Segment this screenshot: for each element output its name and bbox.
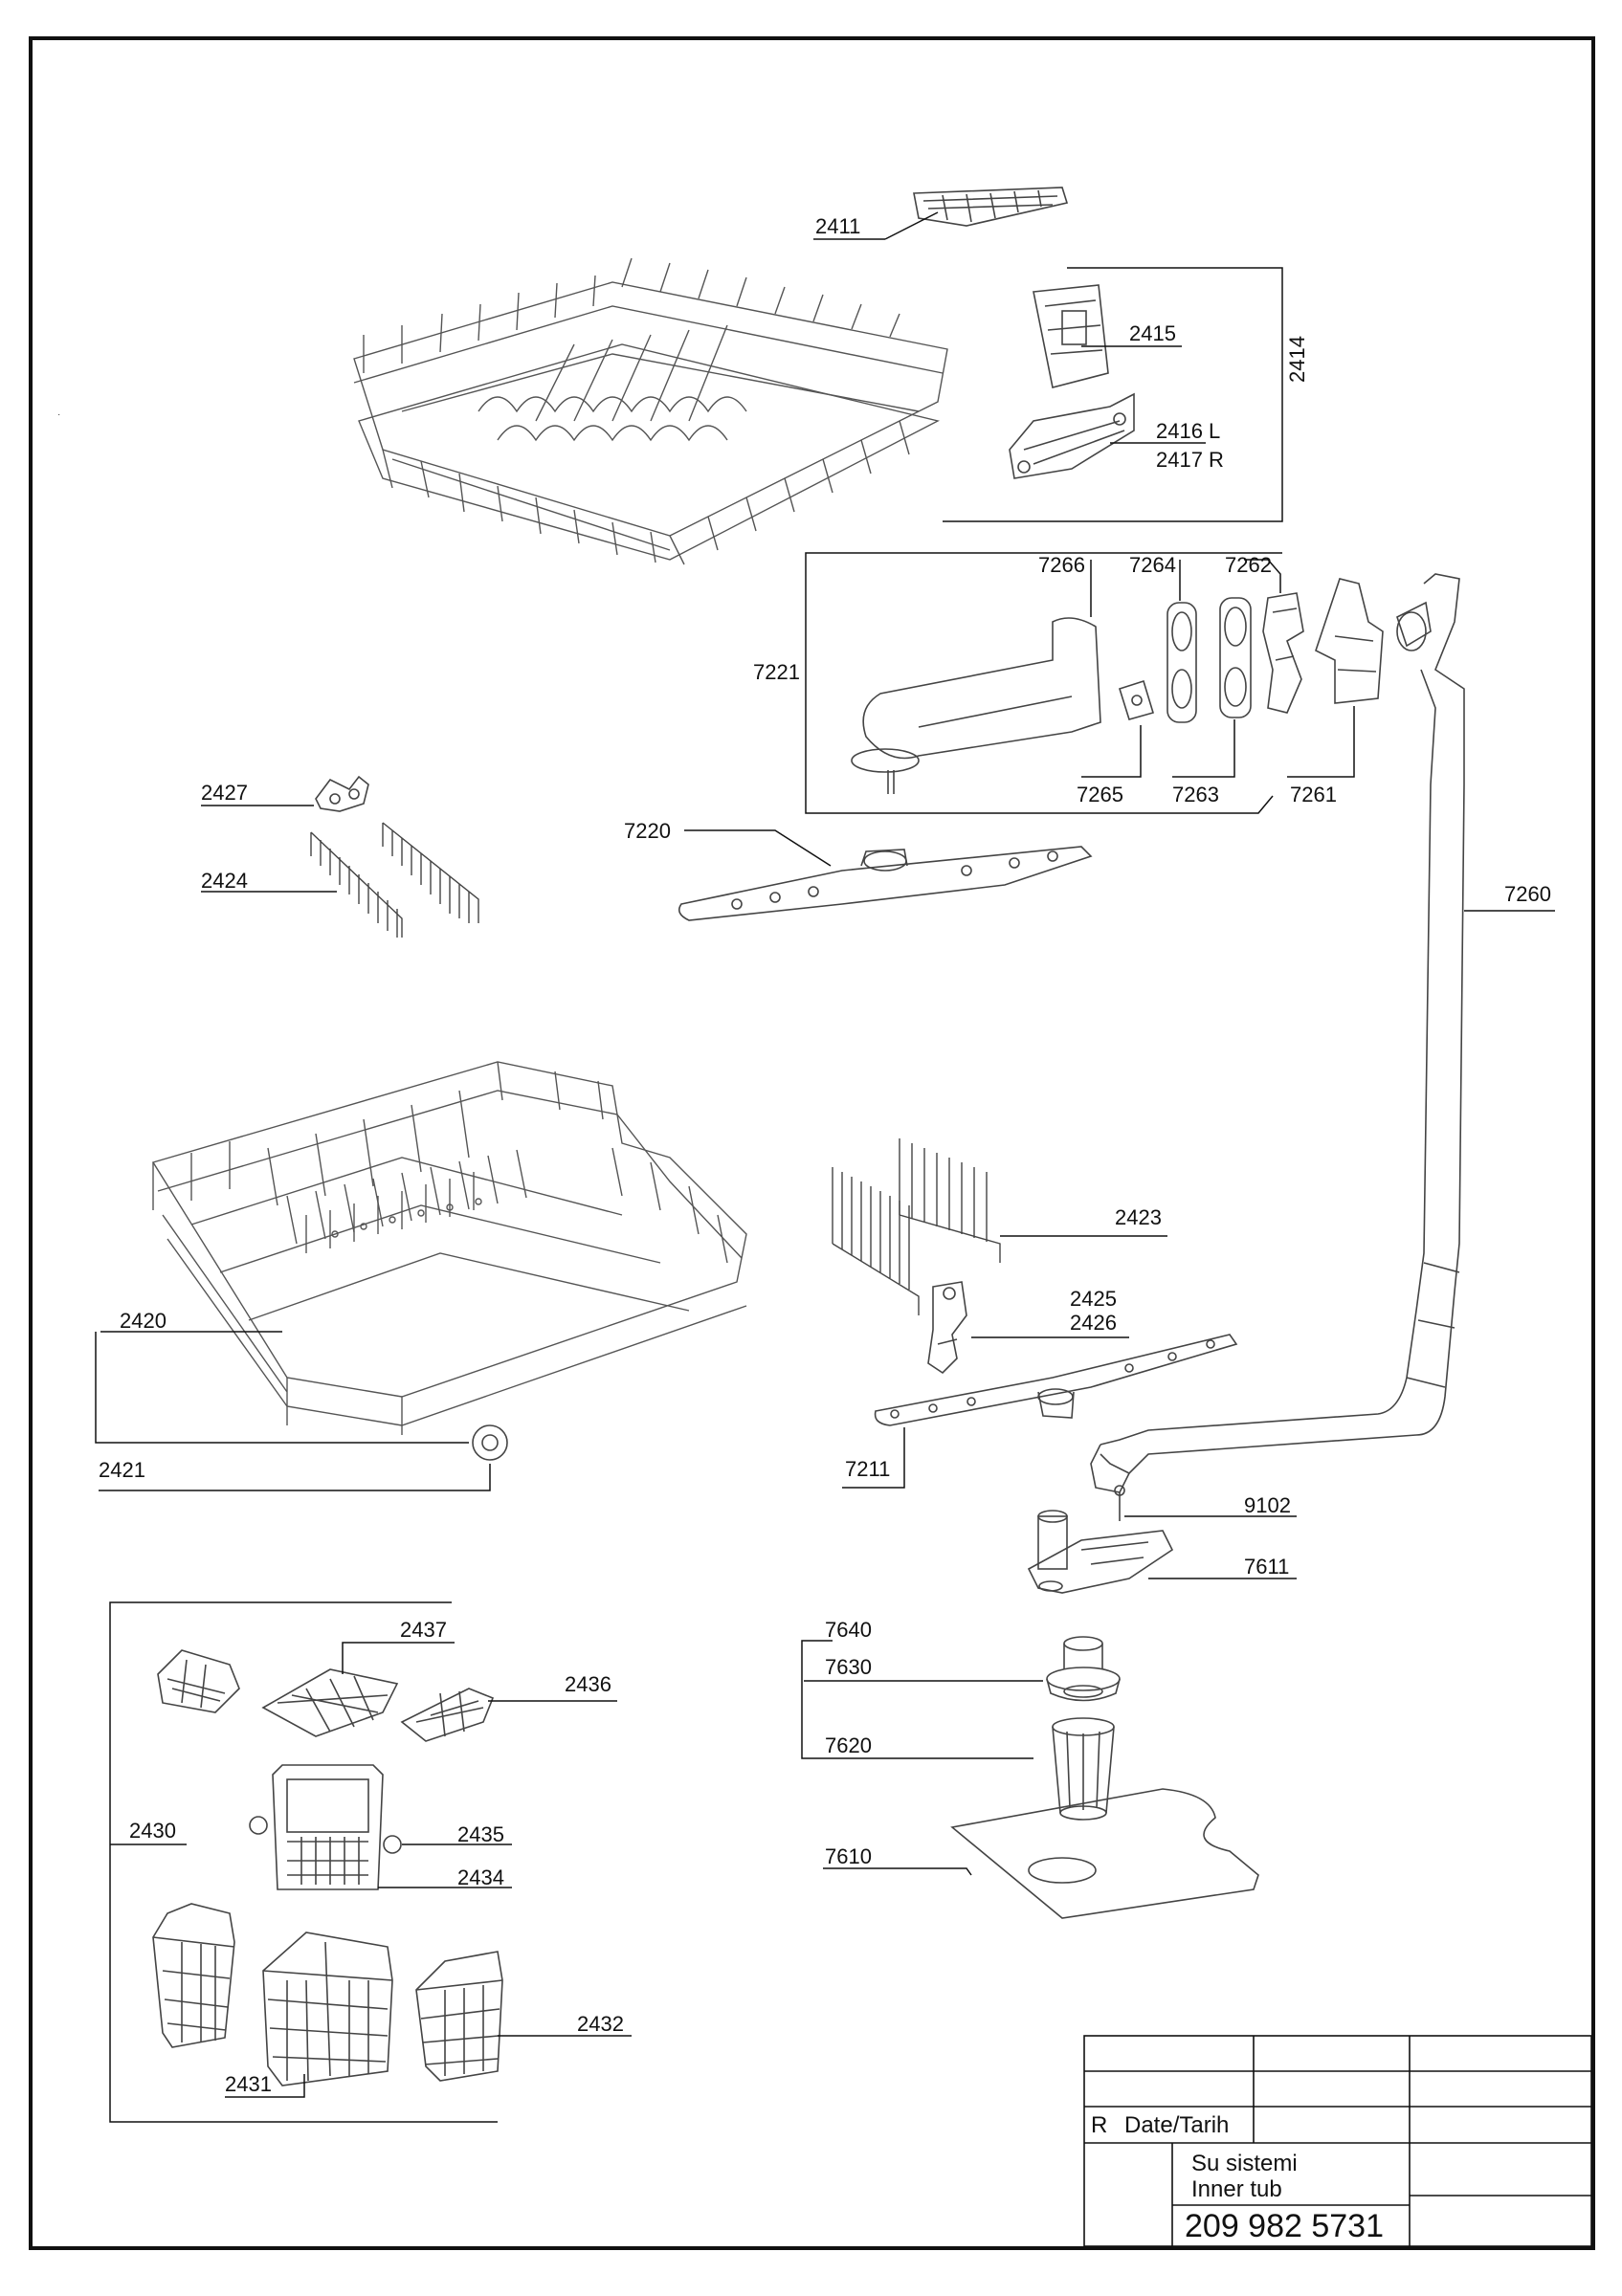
leader-7261 [1287,706,1355,778]
part-2432-basket-right [415,1951,503,2082]
part-2416-2417-rail [1009,392,1135,479]
bracket-2420-down [95,1332,469,1444]
label-2424: 2424 [201,869,248,893]
label-2427: 2427 [201,781,248,805]
label-2420: 2420 [120,1309,167,1333]
label-2436: 2436 [565,1672,611,1696]
label-2430: 2430 [129,1819,176,1843]
label-7611: 7611 [1244,1555,1290,1578]
part-7262-holder [1262,592,1304,714]
label-2416: 2416 L [1156,419,1221,443]
part-2437-grid [261,1668,399,1737]
part-7264-gasket [1167,602,1197,723]
part-7263-gasket [1219,597,1252,718]
label-7266: 7266 [1038,553,1085,577]
part-2434-basket-lid [272,1764,384,1890]
label-2425: 2425 [1070,1287,1117,1311]
part-2415-clip [1033,284,1109,388]
part-7265-clip [1118,679,1155,720]
label-2417: 2417 R [1156,448,1224,472]
part-2431-basket-left [152,1903,235,2048]
part-2427-clip [315,775,369,812]
label-2426: 2426 [1070,1311,1117,1335]
part-2424-tines [310,822,479,938]
label-7221: 7221 [753,660,800,684]
leader-7610 [823,1867,972,1876]
part-2423-tines [832,1138,1001,1315]
label-2431: 2431 [225,2072,272,2096]
label-7630: 7630 [825,1655,872,1679]
part-7610-filter-plate [950,1788,1259,1919]
label-7261: 7261 [1290,783,1337,806]
part-2411-shelf [913,187,1069,227]
label-7260: 7260 [1504,882,1551,906]
title-block-title-tr: Su sistemi [1191,2151,1298,2176]
label-2415: 2415 [1129,321,1176,345]
title-block-date: Date/Tarih [1124,2112,1230,2138]
leader-2431 [225,2074,305,2098]
label-2423: 2423 [1115,1205,1162,1229]
label-7263: 7263 [1172,783,1219,806]
label-7610: 7610 [825,1844,872,1868]
leader-7263 [1172,719,1235,778]
title-block-rev: R [1091,2112,1108,2138]
bracket-7221 [805,552,1282,814]
label-7211: 7211 [845,1457,891,1481]
part-2436-grid [400,1688,495,1742]
leader-2437 [342,1642,455,1674]
label-7262: 7262 [1225,553,1272,577]
label-7620: 7620 [825,1733,872,1757]
part-2431-basket-middle [262,1932,393,2086]
title-block-title-en: Inner tub [1191,2176,1282,2202]
part-basket-insert-small [157,1649,240,1713]
label-7640: 7640 [825,1618,872,1642]
part-2421-wheel [472,1424,508,1461]
part-7620-fine-filter [1052,1717,1115,1821]
part-7220-spray-arm [678,846,1093,921]
part-lower-basket-2420 [151,1061,747,1435]
part-7211-spray-arm [874,1334,1238,1426]
leader-7220 [684,829,832,867]
bracket-2414 [943,267,1283,522]
label-2437: 2437 [400,1618,447,1642]
label-2432: 2432 [577,2012,624,2036]
label-2434: 2434 [457,1866,504,1889]
part-9102-screw [1114,1485,1125,1521]
title-block [1083,2035,1592,2247]
drawing-frame [29,36,1595,2250]
label-2435: 2435 [457,1822,504,1846]
part-7261-connector [1315,578,1384,704]
label-7265: 7265 [1077,783,1123,806]
label-7264: 7264 [1129,553,1176,577]
stray-mark: · [57,409,61,420]
part-7630-coarse-filter [1046,1636,1121,1702]
part-upper-basket [353,257,948,565]
leader-7265 [1081,725,1142,778]
leader-7211 [842,1427,905,1489]
leader-2421 [99,1464,491,1491]
title-block-part-number: 209 982 5731 [1185,2208,1384,2244]
leader-7262 [1244,559,1281,593]
label-2421: 2421 [99,1458,145,1482]
part-7260-water-pipe [1090,573,1465,1493]
label-7220: 7220 [624,819,671,843]
part-7266-arm [851,617,1101,794]
label-2411: 2411 [815,214,861,238]
label-2414: 2414 [1285,336,1309,383]
bracket-2430 [109,1601,498,2123]
bracket-7640 [801,1640,1033,1759]
part-2435-clip [249,1816,402,1854]
part-2425-2426-clip [927,1281,967,1375]
part-7611-sump [1027,1510,1174,1594]
label-9102: 9102 [1244,1493,1291,1517]
